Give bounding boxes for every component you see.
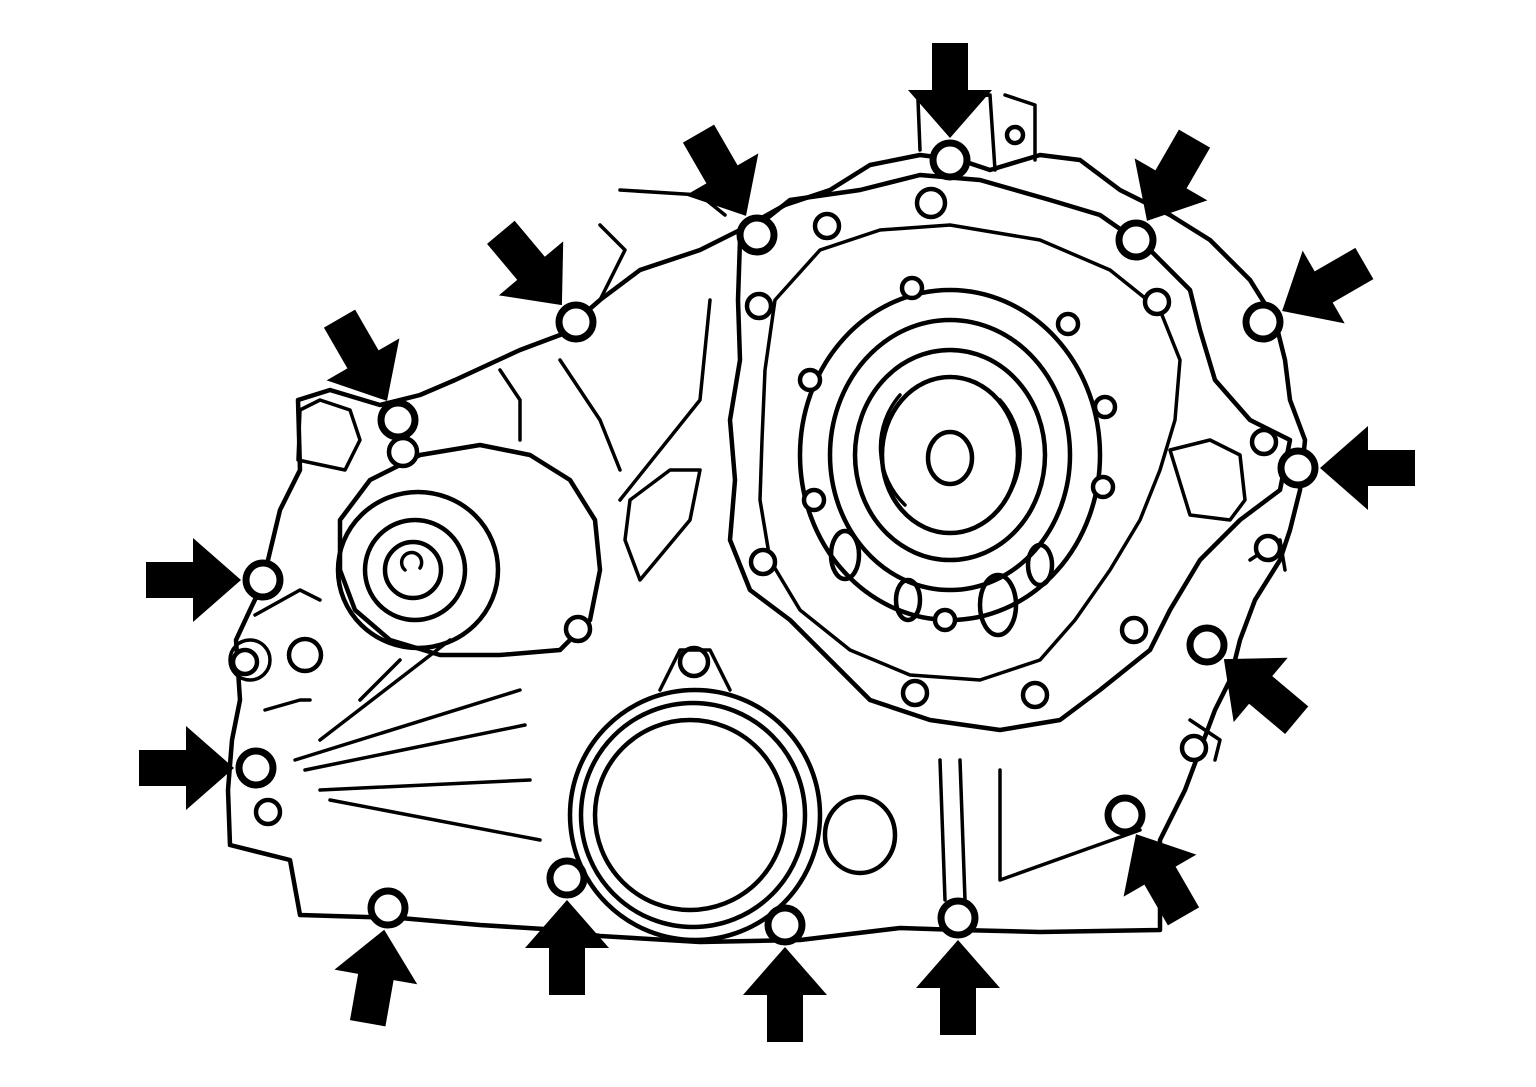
bolt-markers bbox=[235, 139, 1319, 946]
differential-seal bbox=[567, 645, 898, 943]
bolt-right-lower bbox=[1186, 624, 1228, 666]
bolt-bottom-4 bbox=[937, 897, 979, 939]
arrow-bolt-left-upper bbox=[323, 309, 400, 401]
arrow-bolt-bottom-1 bbox=[334, 929, 418, 1027]
bolt-top-right bbox=[1115, 219, 1157, 261]
arrow-bolt-bottom-3 bbox=[743, 947, 827, 1042]
arrow-bolt-upper-left bbox=[487, 220, 564, 306]
arrow-bolt-top-right bbox=[1134, 129, 1211, 221]
locating-holes bbox=[230, 124, 1283, 827]
bolt-bottom-1 bbox=[367, 887, 409, 929]
bolt-top-center bbox=[929, 139, 971, 181]
arrow-bolt-bottom-2 bbox=[525, 900, 609, 995]
arrow-bolt-right-upper bbox=[1282, 247, 1374, 324]
bolt-bottom-3 bbox=[764, 904, 806, 946]
bolt-right-middle bbox=[1277, 447, 1319, 489]
arrow-bolt-top-center bbox=[908, 43, 992, 138]
converter-flange bbox=[727, 172, 1293, 733]
bolt-left-upper bbox=[377, 399, 419, 441]
bolt-left-middle bbox=[242, 559, 284, 601]
arrow-bolt-right-middle bbox=[1320, 426, 1415, 510]
oil-pump-area bbox=[335, 435, 603, 658]
arrow-bolt-left-lower bbox=[139, 726, 234, 810]
arrow-bolt-right-lower bbox=[1223, 657, 1309, 734]
bolt-bottom-2 bbox=[546, 857, 588, 899]
bolt-left-lower bbox=[235, 747, 277, 789]
case-ribs bbox=[228, 298, 1287, 902]
arrow-bolt-right-bottom bbox=[1123, 834, 1200, 926]
arrow-bolt-left-middle bbox=[146, 538, 241, 622]
arrow-bolt-top-mid-left bbox=[682, 124, 759, 216]
bolt-upper-left bbox=[555, 301, 597, 343]
bolt-right-bottom bbox=[1104, 794, 1146, 836]
bolt-right-upper bbox=[1242, 301, 1284, 343]
arrow-bolt-bottom-4 bbox=[916, 940, 1000, 1035]
bolt-arrows bbox=[139, 43, 1415, 1042]
bolt-top-mid-left bbox=[736, 214, 778, 256]
